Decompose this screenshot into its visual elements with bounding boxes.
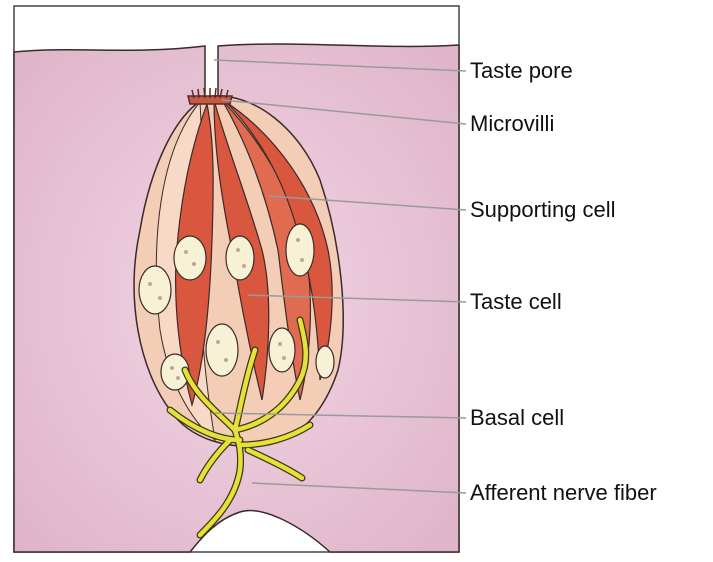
label-afferent-nerve-fiber: Afferent nerve fiber bbox=[470, 482, 657, 504]
label-supporting-cell: Supporting cell bbox=[470, 199, 616, 221]
label-microvilli: Microvilli bbox=[470, 113, 554, 135]
label-taste-pore: Taste pore bbox=[470, 60, 573, 82]
label-basal-cell: Basal cell bbox=[470, 407, 564, 429]
label-taste-cell: Taste cell bbox=[470, 291, 562, 313]
